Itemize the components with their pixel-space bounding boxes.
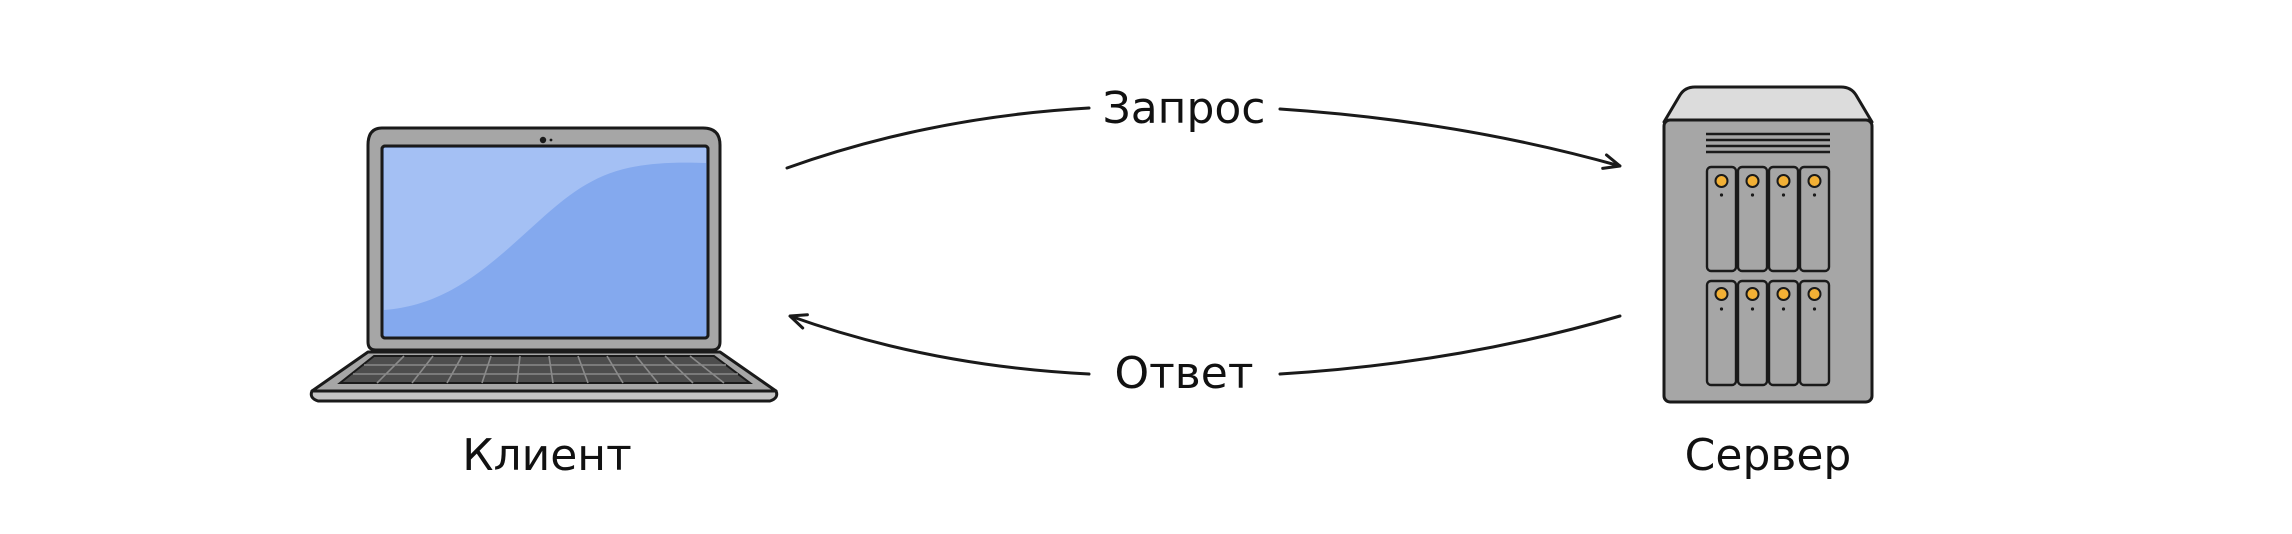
drive-bays-upper (1705, 165, 1831, 273)
server-icon (1662, 85, 1874, 404)
request-arrow-tail (785, 106, 1091, 170)
client-label: Клиент (462, 430, 631, 481)
keyboard (337, 355, 753, 384)
response-arrow-tail (1278, 314, 1622, 376)
vent (1706, 132, 1830, 154)
drive-bays-lower (1705, 279, 1831, 387)
camera-icon (539, 136, 547, 144)
server-label: Сервер (1685, 430, 1852, 481)
response-label: Ответ (1115, 348, 1254, 399)
laptop-icon (309, 126, 779, 403)
request-arrow-head (1278, 107, 1622, 166)
response-arrow-head (788, 316, 1091, 376)
request-label: Запрос (1103, 83, 1266, 134)
